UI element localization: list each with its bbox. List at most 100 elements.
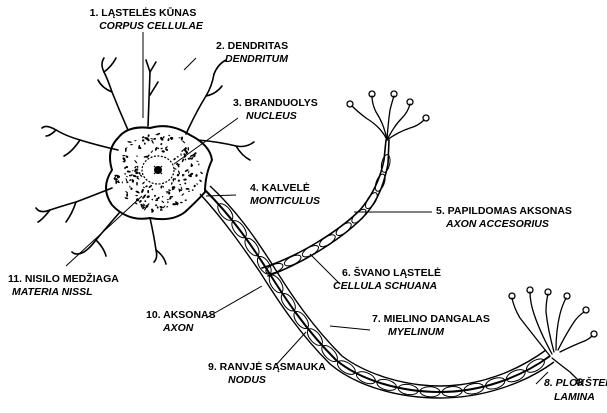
main-terminal bbox=[509, 287, 597, 385]
accessory-terminal bbox=[347, 91, 429, 140]
nissl-granule bbox=[135, 172, 139, 175]
nissl-granule bbox=[162, 196, 164, 198]
nissl-granule bbox=[177, 179, 180, 182]
nissl-granule bbox=[182, 140, 186, 143]
nissl-granule bbox=[181, 136, 184, 140]
nissl-granule bbox=[180, 153, 182, 156]
label-4: 4. KALVELĖ MONTICULUS bbox=[250, 181, 320, 207]
nissl-granule bbox=[179, 184, 181, 186]
nissl-granule bbox=[134, 140, 136, 141]
nissl-granule bbox=[146, 195, 150, 199]
nissl-granule bbox=[148, 184, 152, 188]
nissl-granule bbox=[166, 206, 168, 208]
nissl-granule bbox=[188, 171, 190, 174]
nissl-granule bbox=[165, 148, 169, 151]
nissl-granule bbox=[151, 188, 154, 191]
nissl-granule bbox=[129, 179, 132, 182]
label-6-la: CELLULA SCHUANA bbox=[333, 280, 437, 292]
label-2-lt: 2. DENDRITAS bbox=[216, 40, 288, 52]
nissl-granule bbox=[154, 138, 156, 140]
label-1: 1. LĄSTELĖS KŪNAS CORPUS CELLULAE bbox=[90, 6, 204, 32]
label-3-la: NUCLEUS bbox=[246, 110, 297, 122]
nissl-granule bbox=[160, 185, 162, 188]
nissl-granule bbox=[125, 191, 128, 194]
label-2-la: DENDRITUM bbox=[225, 53, 288, 65]
nissl-granule bbox=[162, 186, 164, 188]
label-11-lt: 11. NISILO MEDŽIAGA bbox=[8, 272, 119, 285]
label-4-la: MONTICULUS bbox=[250, 195, 320, 207]
nissl-granule bbox=[161, 200, 164, 203]
nissl-granule bbox=[185, 199, 187, 201]
nissl-granule bbox=[155, 204, 157, 206]
nissl-granule bbox=[177, 156, 179, 158]
nissl-granule bbox=[188, 147, 189, 151]
nissl-granule bbox=[168, 135, 171, 137]
label-5-la: AXON ACCESORIUS bbox=[445, 218, 549, 230]
nissl-granule bbox=[134, 160, 138, 164]
nissl-granule bbox=[196, 160, 199, 162]
nissl-granule bbox=[147, 190, 149, 193]
nissl-granule bbox=[140, 174, 143, 177]
nissl-granule bbox=[162, 205, 165, 209]
nissl-granule bbox=[124, 173, 126, 175]
label-8-lt: 8. PLOKŠTELĖ bbox=[544, 376, 607, 389]
nissl-granule bbox=[199, 179, 202, 182]
label-7-la: MYELINUM bbox=[388, 326, 444, 338]
nissl-granule bbox=[139, 172, 141, 175]
nissl-granule bbox=[177, 174, 180, 177]
nissl-granule bbox=[129, 186, 130, 188]
nissl-granule bbox=[165, 146, 168, 149]
nissl-granule bbox=[141, 188, 145, 193]
nissl-granule bbox=[150, 150, 153, 153]
nissl-granule bbox=[134, 166, 137, 169]
label-2: 2. DENDRITAS DENDRITUM bbox=[216, 40, 288, 65]
nissl-granule bbox=[143, 186, 146, 188]
nissl-granule bbox=[126, 176, 128, 178]
nissl-granule bbox=[195, 174, 198, 177]
nissl-granule bbox=[160, 143, 163, 146]
nissl-granule bbox=[176, 164, 180, 165]
label-7-lt: 7. MIELINO DANGALAS bbox=[372, 313, 490, 325]
nissl-granule bbox=[132, 170, 134, 172]
label-1-la: CORPUS CELLULAE bbox=[99, 20, 204, 32]
label-8: 8. PLOKŠTELĖ LAMINA bbox=[544, 376, 607, 403]
label-11: 11. NISILO MEDŽIAGA MATERIA NISSL bbox=[8, 272, 119, 298]
nissl-granule bbox=[200, 171, 203, 174]
nissl-granule bbox=[151, 198, 153, 200]
label-1-lt: 1. LĄSTELĖS KŪNAS bbox=[90, 6, 197, 19]
nissl-granule bbox=[127, 170, 131, 173]
nissl-granule bbox=[127, 141, 132, 143]
nissl-granule bbox=[184, 182, 186, 184]
nissl-granule bbox=[168, 189, 171, 191]
branch-myelin-segments bbox=[265, 154, 392, 276]
nissl-granule bbox=[130, 187, 132, 190]
nissl-granule bbox=[193, 184, 196, 187]
label-4-lt: 4. KALVELĖ bbox=[250, 181, 310, 194]
nissl-granule bbox=[167, 201, 169, 203]
nucleus bbox=[142, 156, 174, 184]
nissl-granule bbox=[183, 178, 187, 181]
label-10-la: AXON bbox=[162, 322, 194, 334]
nissl-granule bbox=[154, 146, 158, 151]
nissl-granule bbox=[126, 193, 128, 197]
label-6: 6. ŠVANO LĄSTELĖ CELLULA SCHUANA bbox=[333, 266, 441, 292]
label-6-lt: 6. ŠVANO LĄSTELĖ bbox=[342, 266, 441, 279]
label-9-lt: 9. RANVJĖ SĄSMAUKA bbox=[208, 360, 326, 373]
nissl-granule bbox=[136, 165, 139, 168]
myelin-segment bbox=[380, 154, 391, 173]
label-5: 5. PAPILDOMAS AKSONAS AXON ACCESORIUS bbox=[436, 205, 572, 230]
label-3-lt: 3. BRANDUOLYS bbox=[233, 97, 318, 109]
nissl-granule bbox=[122, 181, 123, 183]
nissl-granule bbox=[142, 139, 144, 141]
myelin-segment bbox=[373, 173, 387, 193]
nissl-granule bbox=[144, 200, 146, 202]
nissl-granule bbox=[136, 155, 138, 157]
nissl-granule bbox=[154, 195, 156, 198]
label-11-la: MATERIA NISSL bbox=[12, 286, 93, 298]
nissl-granule bbox=[180, 202, 183, 204]
nissl-granule bbox=[125, 155, 129, 158]
nissl-granule bbox=[198, 163, 200, 166]
nissl-granule bbox=[157, 206, 159, 209]
